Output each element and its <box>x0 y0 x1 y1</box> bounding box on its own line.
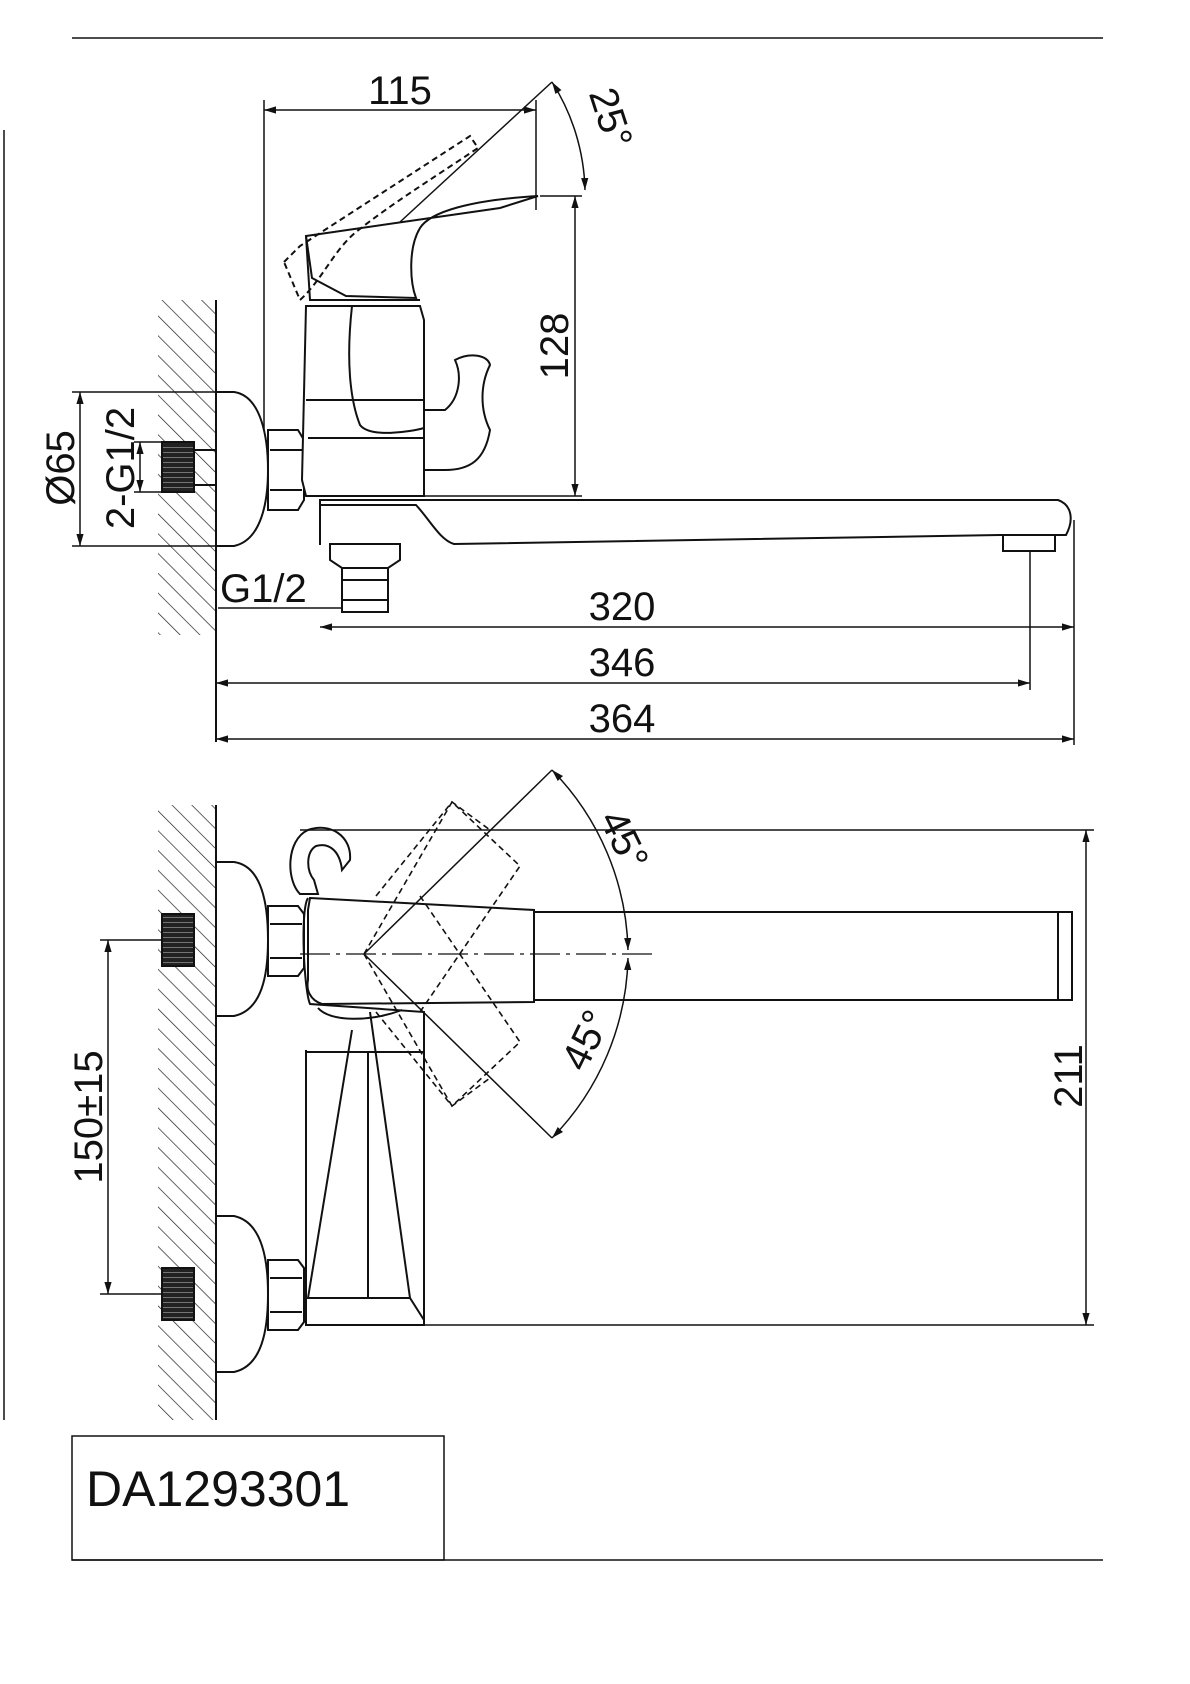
dim-label-211: 211 <box>1047 1044 1091 1108</box>
handle-cartridge <box>305 235 420 301</box>
dim-label-g12: G1/2 <box>220 567 307 611</box>
dim-label-45deg-upper: 45° <box>591 803 657 877</box>
top-view <box>158 800 1073 1420</box>
lever-handle <box>304 195 539 300</box>
upper-inlet-thread <box>161 913 195 967</box>
handle-base <box>317 1007 403 1020</box>
diverter-knob <box>423 354 492 471</box>
dim-label-320: 320 <box>589 585 656 629</box>
lower-nut <box>267 1259 305 1331</box>
top-dimensions <box>100 769 1094 1326</box>
shower-hook <box>289 826 352 895</box>
spout-top <box>533 911 1073 1001</box>
mixer-body-top <box>302 897 425 1326</box>
lever-handle-top <box>306 896 535 1006</box>
dim-label-d65: Ø65 <box>39 430 83 506</box>
outlet-connector <box>329 543 401 569</box>
angle-ref-upper <box>363 769 553 955</box>
lever-handle-raised <box>282 134 480 302</box>
dim-arc-45-upper <box>551 769 632 951</box>
faucet-technical-drawing: 115 25° 128 Ø65 2-G1/2 G1/2 320 346 364 <box>3 37 1103 1561</box>
dim-arc-25 <box>551 81 589 191</box>
dim-arc-45-lower <box>551 957 632 1139</box>
body-top-line <box>369 1011 411 1299</box>
angle-ref-lower <box>363 953 553 1139</box>
wall-hatching-top <box>158 805 216 1420</box>
dim-label-45deg-lower: 45° <box>553 1003 619 1077</box>
side-dimensions <box>72 81 1075 745</box>
connector-nut <box>267 429 305 511</box>
angle-ref-line <box>399 81 553 223</box>
body-shade <box>348 305 425 434</box>
dim-label-128: 128 <box>533 313 577 380</box>
inlet-thread-side <box>161 441 195 493</box>
dim-label-25deg: 25° <box>580 82 641 153</box>
outlet-thread <box>341 567 389 613</box>
spout <box>319 499 1072 546</box>
lower-inlet-thread <box>161 1267 195 1321</box>
model-code: DA1293301 <box>86 1461 350 1517</box>
aerator <box>1002 534 1056 552</box>
side-view <box>158 134 1072 742</box>
dim-label-364: 364 <box>589 697 656 741</box>
upper-nut <box>267 905 305 977</box>
dim-label-115: 115 <box>368 69 432 113</box>
body-top-taper <box>306 1029 425 1321</box>
dim-label-150: 150±15 <box>67 1050 111 1183</box>
upper-flange <box>215 861 270 1017</box>
dim-label-346: 346 <box>589 641 656 685</box>
dim-label-2-g12: 2-G1/2 <box>99 407 143 529</box>
lower-flange <box>215 1215 270 1373</box>
wall-flange <box>215 391 270 547</box>
